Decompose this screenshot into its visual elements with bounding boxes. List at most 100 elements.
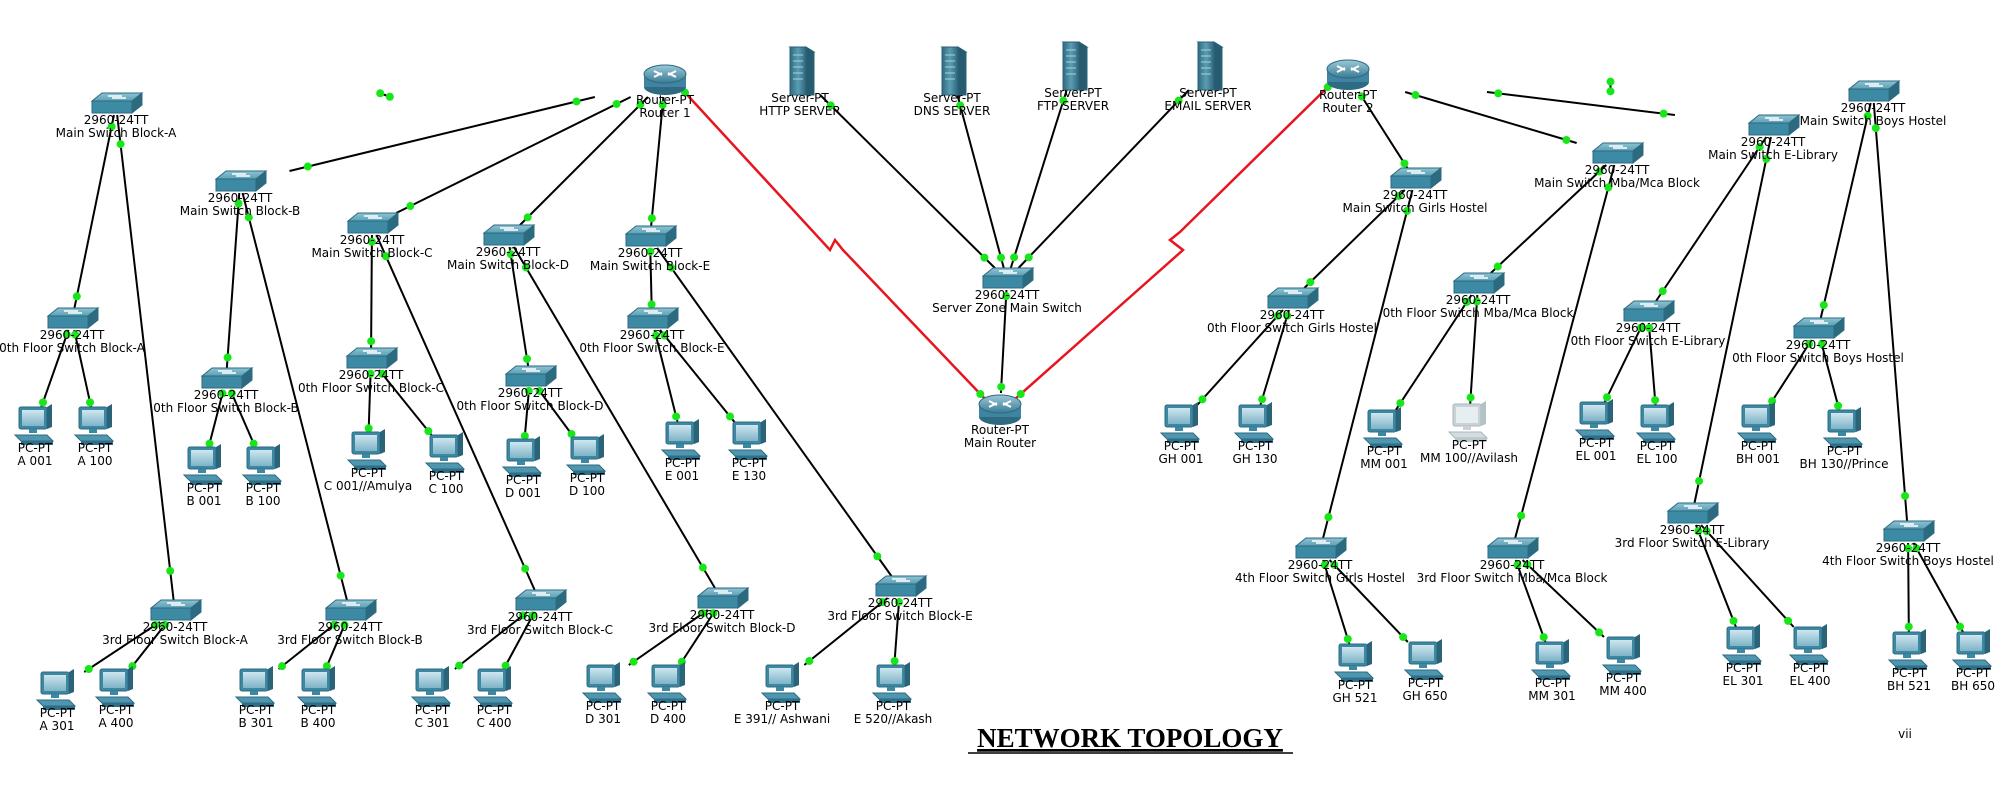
pc-pcD400[interactable]: PC-PTD 400 (646, 662, 688, 726)
pc-pcC301[interactable]: PC-PTC 301 (410, 666, 452, 730)
pc-icon (501, 436, 543, 477)
link-swMainB-sw3B (241, 192, 348, 601)
device-label: Main Switch Block-D (447, 258, 569, 272)
port-indicator (501, 661, 510, 670)
port-indicator (629, 657, 638, 666)
device-label: Main Switch Mba/Mca Block (1534, 176, 1700, 190)
switch-icon (696, 586, 750, 610)
pc-pcB100[interactable]: PC-PTB 100 (241, 444, 283, 508)
port-indicator (223, 353, 232, 362)
pc-pcD001[interactable]: PC-PTD 001 (501, 436, 543, 500)
pc-pcA400[interactable]: PC-PTA 400 (94, 666, 136, 730)
pc-pcE520[interactable]: PC-PTE 520//Akash (854, 662, 933, 726)
pc-pcC001[interactable]: PC-PTC 001//Amulya (324, 429, 412, 493)
port-indicator (1604, 183, 1613, 192)
pc-pcA301[interactable]: PC-PTA 301 (35, 669, 77, 733)
pc-pcC100[interactable]: PC-PTC 100 (424, 432, 466, 496)
port-indicator (367, 237, 376, 246)
link-sw0C-pcC100 (378, 369, 433, 436)
port-indicator (406, 202, 415, 211)
pc-pcA001[interactable]: PC-PTA 001 (13, 404, 55, 468)
pc-pcD100[interactable]: PC-PTD 100 (565, 434, 607, 498)
port-indicator (1466, 393, 1475, 402)
port-indicator (218, 389, 227, 398)
port-indicator (1606, 77, 1615, 86)
pc-pcB301[interactable]: PC-PTB 301 (234, 666, 276, 730)
pc-pcB400[interactable]: PC-PTB 400 (296, 666, 338, 730)
device-label: PC-PT (187, 481, 222, 495)
port-indicator (698, 609, 707, 618)
device-label: Server-PT (1044, 86, 1102, 100)
port-indicator (1513, 560, 1522, 569)
device-label: 2960-24TT (498, 386, 563, 400)
pc-pcE001[interactable]: PC-PTE 001 (660, 419, 702, 483)
pc-icon (94, 666, 136, 707)
pc-pcA100[interactable]: PC-PTA 100 (73, 404, 115, 468)
device-label: 0th Floor Switch Block-E (579, 341, 724, 355)
port-indicator (1904, 622, 1913, 631)
link-srvDns-swServer (956, 94, 1005, 269)
pc-pcE130[interactable]: PC-PTE 130 (727, 419, 769, 483)
device-label: PC-PT (1238, 439, 1273, 453)
switch-icon (1294, 536, 1348, 560)
pc-pcC400[interactable]: PC-PTC 400 (472, 666, 514, 730)
pc-pcE391[interactable]: PC-PTE 391// Ashwani (734, 662, 830, 726)
port-indicator (660, 331, 669, 340)
pc-pcB001[interactable]: PC-PTB 001 (182, 444, 224, 508)
link-sw3EL-pcEL301 (1694, 524, 1737, 628)
device-label: MM 400 (1599, 684, 1646, 698)
pc-pcD301[interactable]: PC-PTD 301 (581, 662, 623, 726)
